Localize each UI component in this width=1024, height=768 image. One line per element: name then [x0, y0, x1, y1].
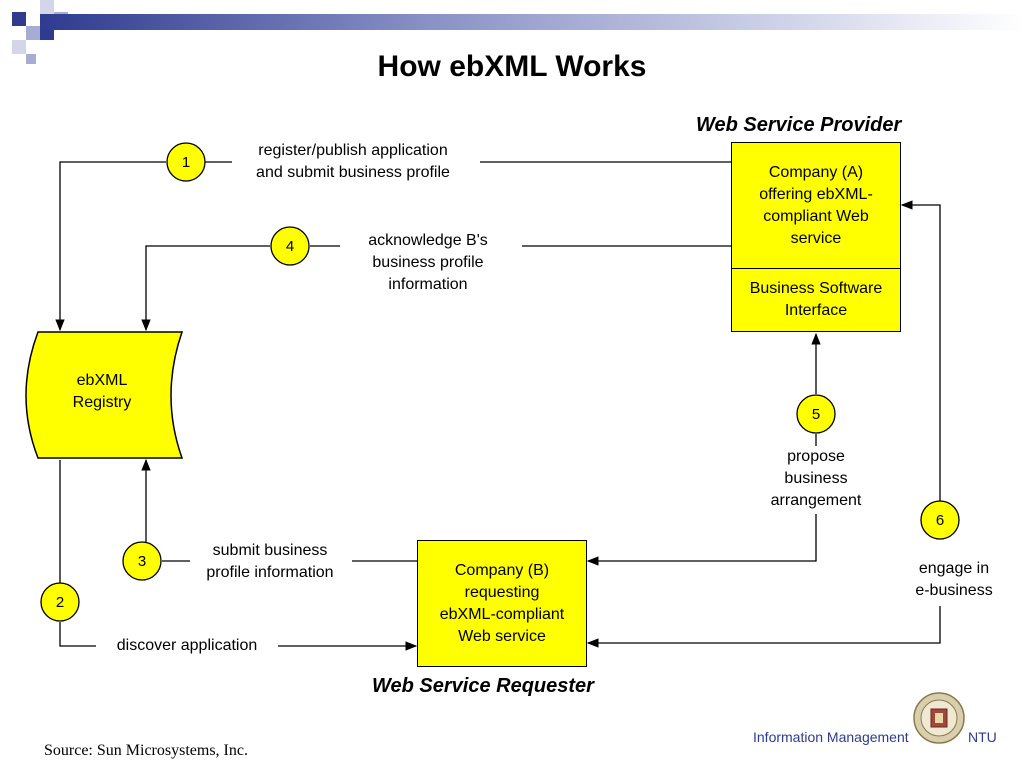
company-a-box: Company (A) offering ebXML- compliant We… — [731, 142, 901, 332]
step-label-5: propose business arrangement — [770, 448, 862, 509]
step-circle-5: 5 — [796, 394, 836, 434]
step-number: 3 — [138, 553, 146, 570]
title-gradient-bar — [40, 14, 1024, 30]
flow-line-5 — [586, 514, 817, 566]
step-circle-1: 1 — [166, 142, 206, 182]
registry-shape — [25, 331, 184, 459]
step-label-1: register/publish application and submit … — [256, 142, 450, 181]
requester-heading: Web Service Requester — [372, 675, 594, 697]
flow-line-1 — [55, 161, 166, 332]
provider-heading: Web Service Provider — [696, 114, 902, 136]
page-title: How ebXML Works — [377, 50, 647, 83]
step-number: 1 — [182, 154, 190, 171]
company-b-box: Company (B) requesting ebXML-compliant W… — [417, 540, 587, 667]
step-label-3: submit business profile information — [206, 542, 334, 581]
step-circle-3: 3 — [122, 541, 162, 581]
registry-label: ebXML Registry — [72, 372, 132, 411]
step-number: 2 — [56, 594, 64, 611]
footer-right-text: NTU — [968, 729, 997, 745]
footer-left-text: Information Management — [753, 729, 909, 745]
flow-line-6 — [900, 200, 941, 501]
deco-square-light — [26, 26, 40, 40]
university-seal-icon — [913, 692, 965, 744]
company-a-service: Company (A) offering ebXML- compliant We… — [732, 143, 900, 269]
flow-line-2 — [59, 622, 96, 647]
source-note: Source: Sun Microsystems, Inc. — [44, 742, 248, 759]
step-circle-6: 6 — [920, 500, 960, 540]
flow-line-6 — [586, 606, 941, 648]
step-number: 4 — [286, 238, 294, 255]
step-number: 6 — [936, 512, 944, 529]
deco-square-light — [26, 54, 36, 64]
step-label-6: engage in e-business — [915, 560, 993, 599]
company-a-software-interface: Business Software Interface — [749, 280, 883, 319]
step-label-4: acknowledge B's business profile informa… — [368, 232, 488, 293]
deco-square-light — [12, 40, 26, 54]
step-number: 5 — [812, 406, 820, 423]
step-label-2: discover application — [116, 637, 258, 654]
step-circle-2: 2 — [40, 582, 80, 622]
step-circle-4: 4 — [270, 226, 310, 266]
deco-square-dark — [12, 12, 26, 26]
flow-line-4 — [141, 245, 270, 332]
deco-square-light — [40, 0, 54, 14]
